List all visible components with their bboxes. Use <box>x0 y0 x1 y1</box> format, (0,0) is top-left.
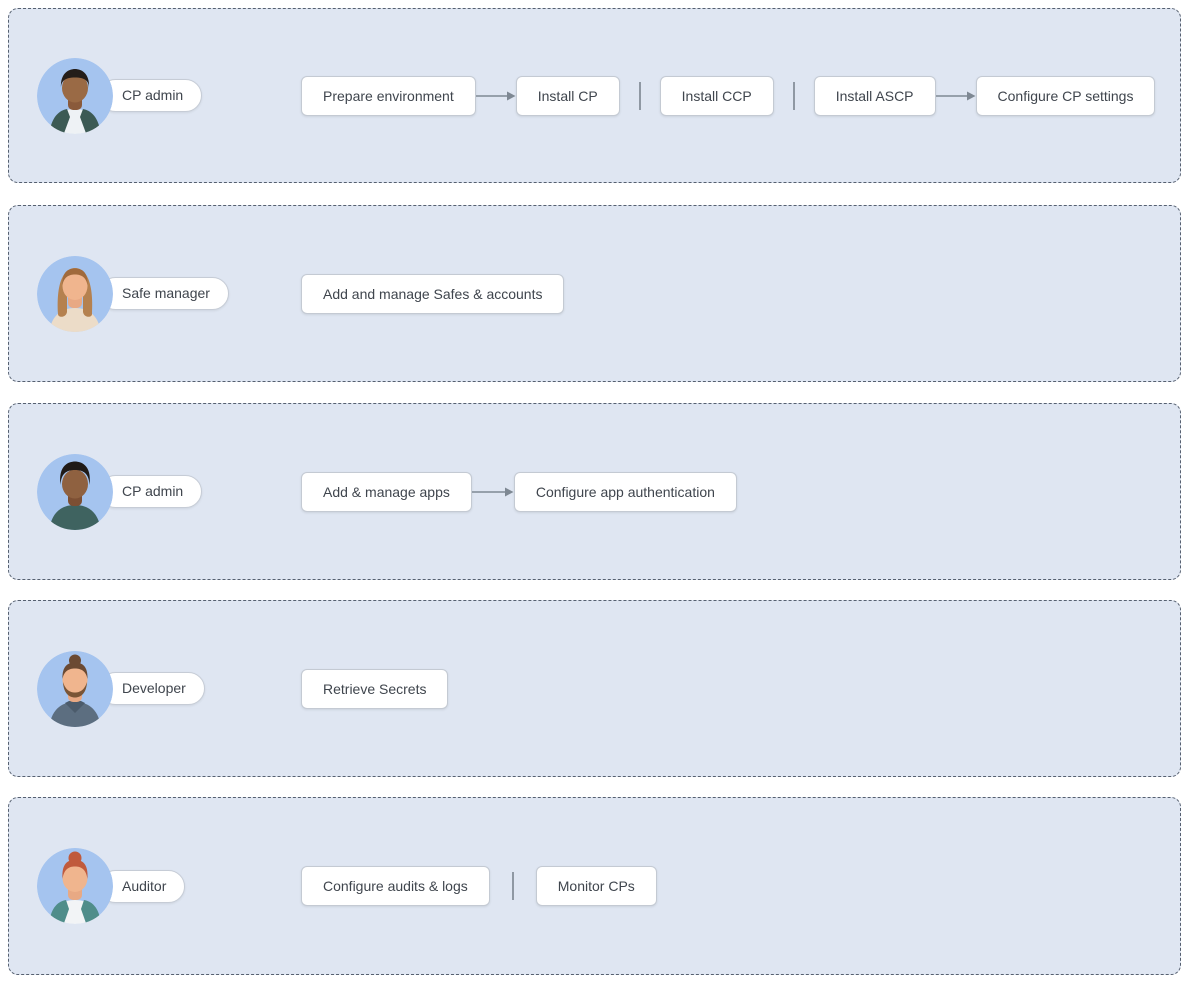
persona-cp-admin-1: CP admin <box>37 57 203 134</box>
task-row: Add and manage Safes & accounts <box>301 273 565 314</box>
persona-developer: Developer <box>37 650 205 727</box>
lane-cp-admin-install: CP admin Prepare environment Install CP … <box>8 8 1181 183</box>
task-box: Configure app authentication <box>513 471 737 512</box>
task-box: Add & manage apps <box>301 471 472 512</box>
role-label: Safe manager <box>99 277 229 310</box>
woman-bun-avatar <box>37 848 113 924</box>
task-box: Retrieve Secrets <box>301 668 449 709</box>
lane-developer: Developer Retrieve Secrets <box>8 600 1181 777</box>
role-label: CP admin <box>99 475 203 508</box>
task-row: Add & manage apps Configure app authenti… <box>301 471 737 512</box>
task-row: Retrieve Secrets <box>301 668 449 709</box>
task-box: Prepare environment <box>301 75 476 116</box>
task-box: Monitor CPs <box>535 866 657 906</box>
arrow-right-icon <box>475 91 516 100</box>
arrow-right-icon <box>935 91 976 100</box>
task-box: Install CP <box>515 75 620 116</box>
man-curly-hair-avatar <box>37 453 113 530</box>
lane-cp-admin-apps: CP admin Add & manage apps Configure app… <box>8 403 1181 580</box>
task-divider <box>511 872 514 900</box>
man-beard-avatar <box>37 650 113 727</box>
lane-auditor: Auditor Configure audits & logs Monitor … <box>8 797 1181 975</box>
task-box: Configure audits & logs <box>301 866 490 906</box>
task-box: Install CCP <box>659 75 774 116</box>
persona-cp-admin-2: CP admin <box>37 453 203 530</box>
task-box: Configure CP settings <box>975 75 1156 116</box>
task-box: Add and manage Safes & accounts <box>301 273 565 314</box>
task-divider <box>792 81 795 110</box>
role-label: CP admin <box>99 79 203 112</box>
role-label: Developer <box>99 672 205 705</box>
man-short-hair-avatar <box>37 57 113 134</box>
persona-auditor: Auditor <box>37 848 186 924</box>
woman-long-hair-avatar <box>37 255 113 332</box>
task-divider <box>638 81 641 110</box>
persona-safe-manager: Safe manager <box>37 255 229 332</box>
lane-safe-manager: Safe manager Add and manage Safes & acco… <box>8 205 1181 382</box>
task-row: Configure audits & logs Monitor CPs <box>301 866 657 906</box>
arrow-right-icon <box>471 487 514 496</box>
task-box: Install ASCP <box>813 75 936 116</box>
task-row: Prepare environment Install CP Install C… <box>301 75 1156 116</box>
